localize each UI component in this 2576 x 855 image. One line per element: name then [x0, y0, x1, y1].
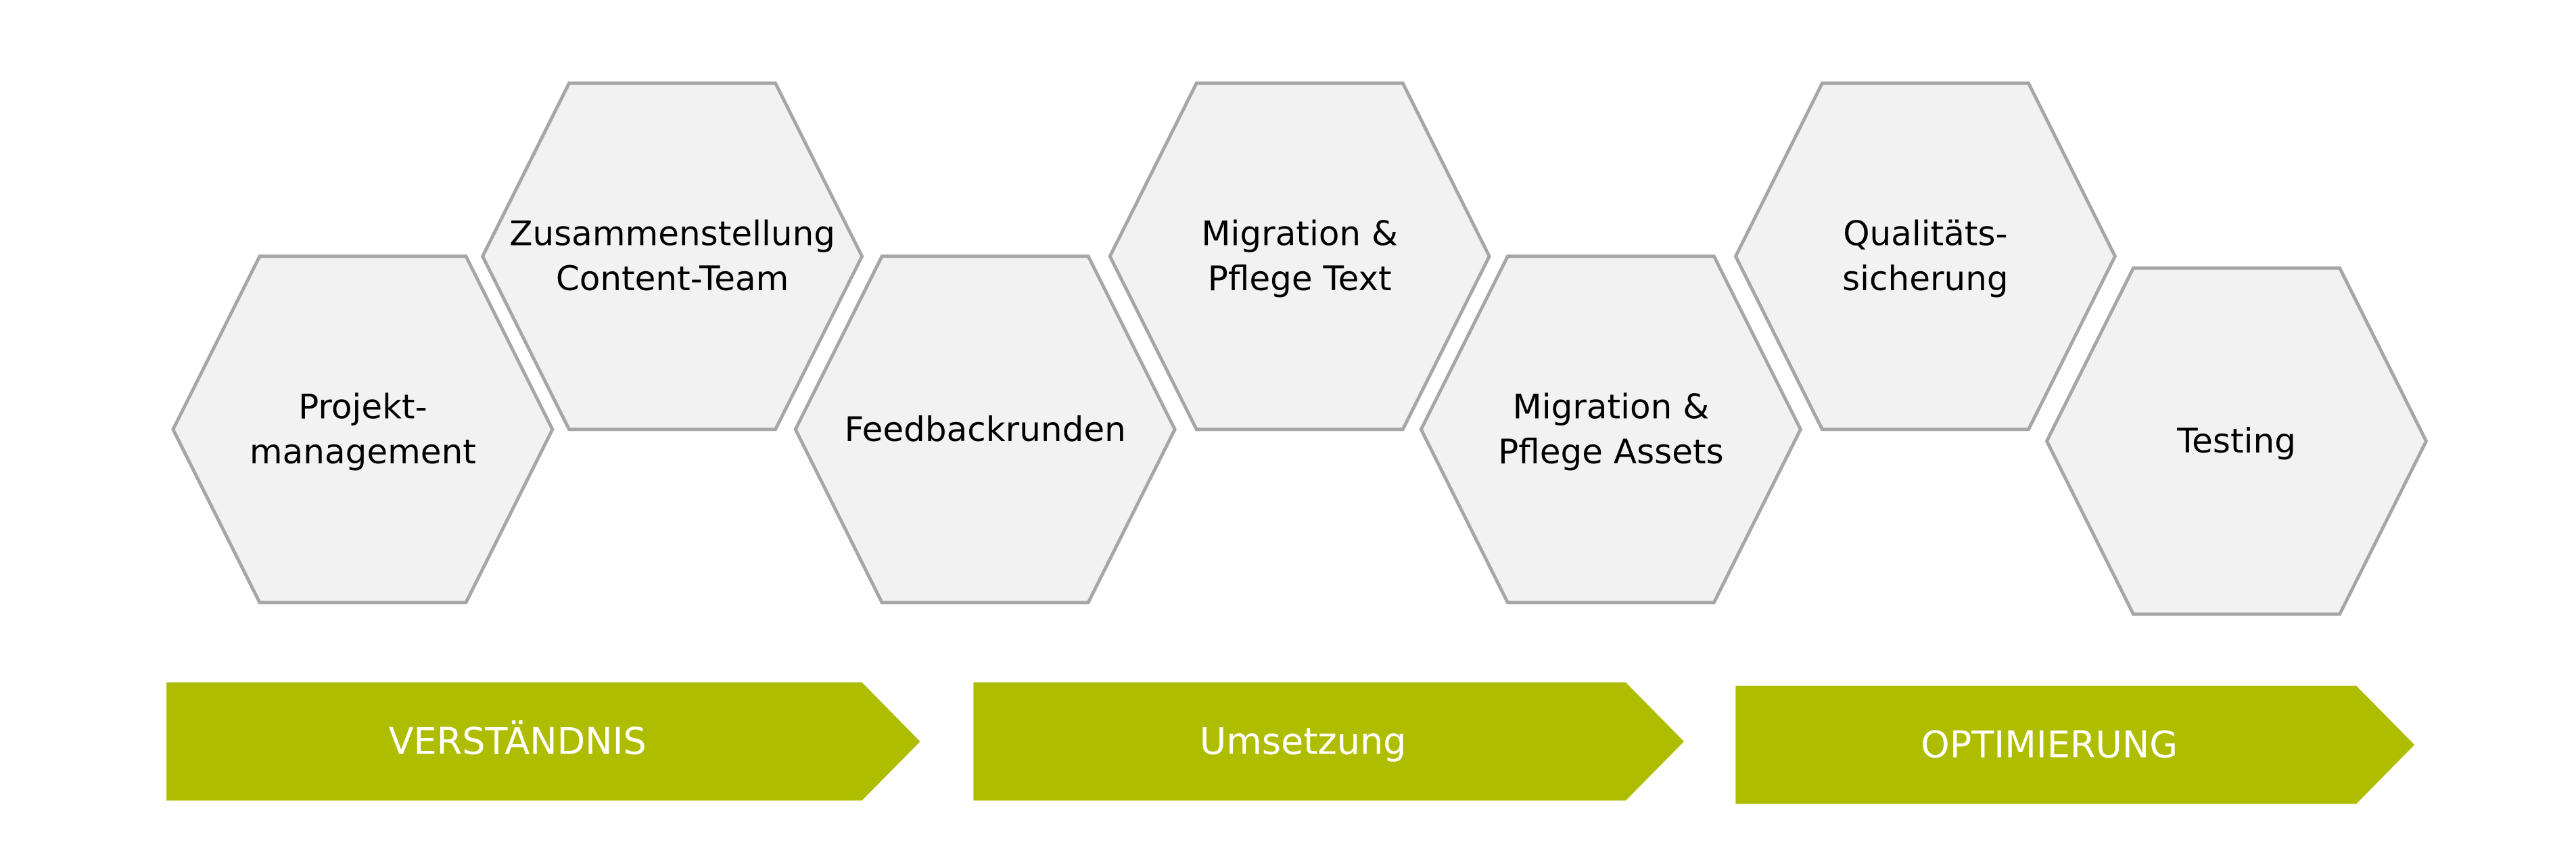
step-hexagon-migration-text: Migration & Pflege Text: [1108, 81, 1491, 432]
hexagon-shape: [1733, 81, 2117, 432]
phase-arrow-umsetzung: Umsetzung: [973, 682, 1685, 801]
hexagon-shape: [2044, 266, 2429, 616]
arrow-shape: [1735, 685, 2415, 804]
step-label-line: Qualitäts-: [1843, 214, 2007, 254]
phase-label: Umsetzung: [1200, 720, 1407, 763]
phase-arrow-verstaendnis: VERSTÄNDNIS: [166, 682, 920, 801]
phase-label: VERSTÄNDNIS: [389, 720, 647, 763]
step-label-line: Migration &: [1201, 214, 1398, 254]
step-hexagon-qualitaetssicherung: Qualitäts-sicherung: [1733, 81, 2117, 432]
hexagon-shape: [1419, 254, 1803, 605]
step-hexagon-feedbackrunden: Feedbackrunden: [793, 254, 1177, 605]
arrow-shape: [973, 682, 1685, 801]
hexagon-layer: Projekt-managementZusammenstellungConten…: [171, 81, 2429, 616]
step-hexagon-migration-assets: Migration & Pflege Assets: [1419, 254, 1803, 605]
hexagon-shape: [480, 81, 864, 432]
step-label-line: Content-Team: [556, 259, 789, 298]
phase-arrow-optimierung: OPTIMIERUNG: [1735, 685, 2415, 804]
arrow-shape: [166, 682, 920, 801]
phase-label: OPTIMIERUNG: [1921, 724, 2178, 766]
step-label-line: Migration &: [1513, 388, 1710, 427]
step-label-line: Pflege Text: [1208, 259, 1392, 298]
step-label-line: Feedbackrunden: [845, 410, 1126, 449]
step-label-line: sicherung: [1842, 259, 2009, 298]
step-hexagon-projektmanagement: Projekt-management: [171, 254, 555, 605]
hexagon-shape: [171, 254, 555, 605]
phase-arrow-layer: VERSTÄNDNIS Umsetzung OPTIMIERUNG: [166, 682, 2415, 804]
hexagon-shape: [793, 254, 1177, 605]
step-label-line: management: [250, 432, 476, 471]
step-hexagon-testing: Testing: [2044, 266, 2429, 616]
step-label-line: Testing: [2176, 421, 2296, 461]
step-label-line: Projekt-: [298, 388, 427, 427]
step-label-line: Pflege Assets: [1498, 432, 1724, 471]
step-label-line: Zusammenstellung: [509, 214, 835, 254]
hexagon-shape: [1108, 81, 1491, 432]
